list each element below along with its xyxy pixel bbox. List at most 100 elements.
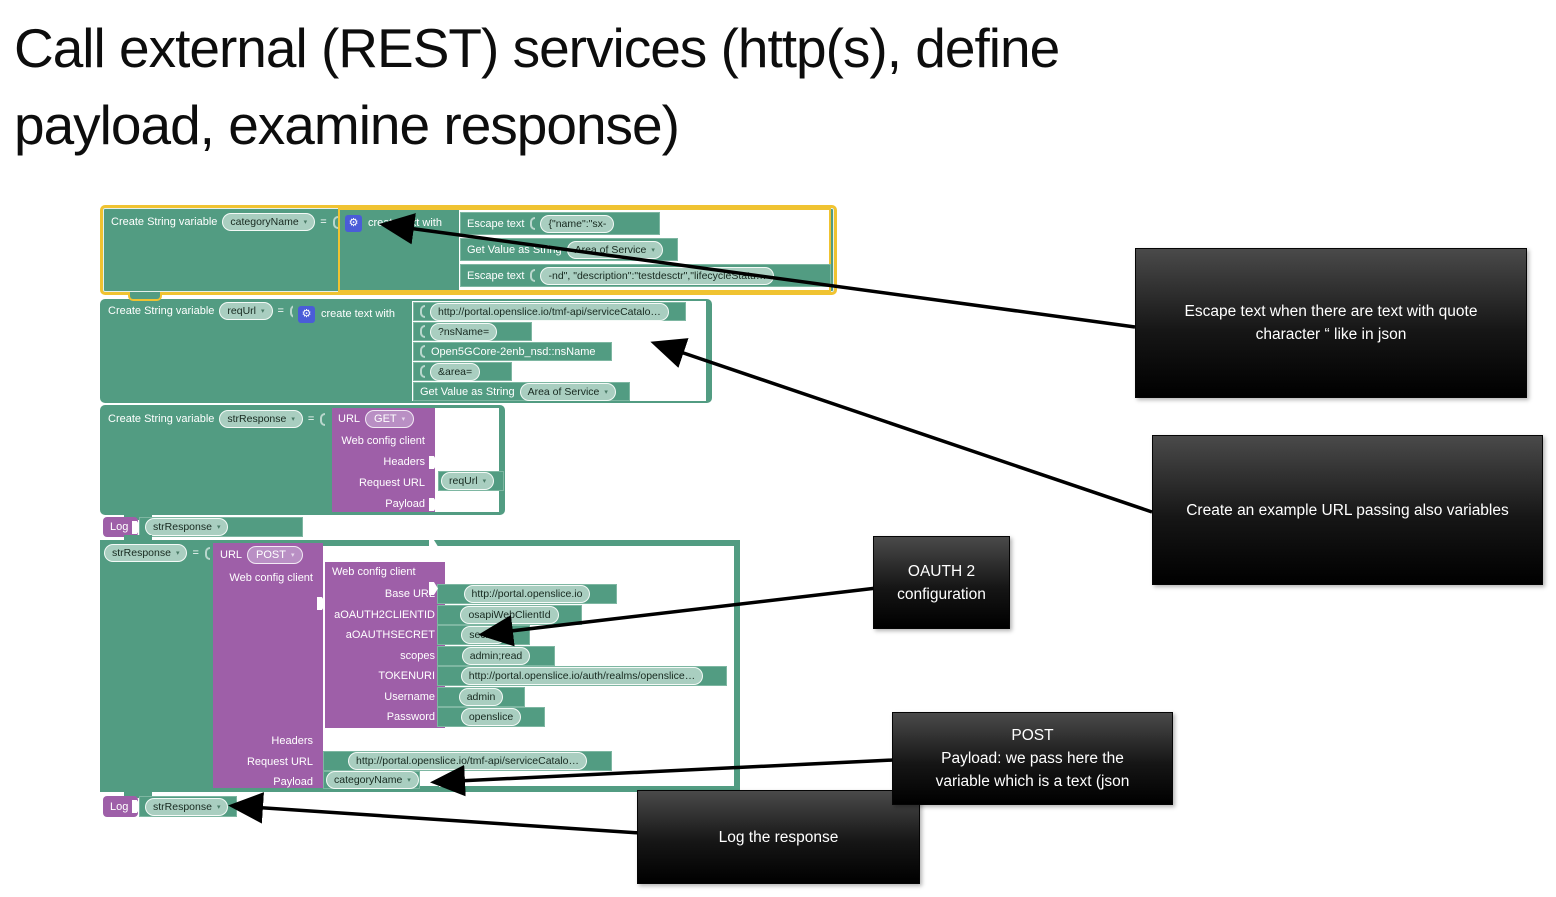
holder-request-url[interactable]: http://portal.openslice.io/tmf-api/servi… <box>323 751 612 771</box>
gear-icon[interactable]: ⚙ <box>298 306 315 323</box>
socket-notch <box>439 734 448 747</box>
block-log-2[interactable]: Log <box>103 796 141 817</box>
dropdown-strresponse-log1[interactable]: strResponse▾ <box>146 519 228 535</box>
dropdown-requrl[interactable]: reqUrl▾ <box>220 303 272 319</box>
dropdown-categoryname[interactable]: categoryName▾ <box>223 214 315 230</box>
title-line-2: payload, examine response) <box>14 94 680 156</box>
text-row-catalog-url[interactable]: http://portal.openslice.io/tmf-api/servi… <box>413 302 686 321</box>
text-field-password[interactable]: openslice <box>461 709 521 725</box>
block-create-text-with-1[interactable]: ⚙ create text with Escape text {"name":"… <box>338 208 831 292</box>
holder-payload[interactable]: categoryName▾ <box>323 771 420 789</box>
block-nsd-nsname[interactable]: Open5GCore-2enb_nsd::nsName <box>413 342 612 361</box>
socket-notch <box>132 800 141 813</box>
url-label: URL <box>338 413 361 425</box>
block-escape-text-2[interactable]: Escape text -nd", "description":"testdes… <box>460 264 831 287</box>
text-field-catalog-url[interactable]: http://portal.openslice.io/tmf-api/servi… <box>431 303 668 320</box>
text-row-nsname[interactable]: ?nsName= <box>413 322 532 341</box>
create-text-with-body: ⚙ create text with <box>293 301 412 401</box>
web-config-client-title: Web config client <box>332 566 416 578</box>
callout-create-url: Create an example URL passing also varia… <box>1152 435 1543 585</box>
dropdown-area-of-service-2[interactable]: Area of Service▾ <box>520 383 615 400</box>
holder-username[interactable]: admin <box>437 687 525 707</box>
holder-base-url[interactable]: http://portal.openslice.io <box>437 584 617 604</box>
dropdown-area-of-service-1[interactable]: Area of Service▾ <box>567 241 662 258</box>
text-field-oauth2clientid[interactable]: osapiWebClientId <box>461 607 558 623</box>
chevron-down-icon: ▾ <box>291 416 295 423</box>
row-password: Password <box>325 707 448 869</box>
chevron-down-icon: ▾ <box>407 777 411 784</box>
dropdown-method-get[interactable]: GET▾ <box>366 411 414 427</box>
dropdown-strresponse-1[interactable]: strResponse▾ <box>220 411 302 427</box>
block-escape-text-1[interactable]: Escape text {"name":"sx- <box>460 212 660 235</box>
holder-oauthsecret[interactable]: secret <box>437 625 530 645</box>
equals-sign: = <box>192 547 199 559</box>
row-request-url: Request URL <box>246 756 313 768</box>
block-create-text-with-2[interactable]: ⚙ create text with http://portal.opensli… <box>293 301 706 401</box>
dropdown-categoryname-arg[interactable]: categoryName▾ <box>327 772 418 788</box>
create-var-label: Create String variable <box>111 216 218 228</box>
gear-icon[interactable]: ⚙ <box>345 215 362 232</box>
holder-password[interactable]: openslice <box>437 707 545 727</box>
input-socket <box>204 546 210 560</box>
input-socket <box>420 345 425 358</box>
text-field-scopes[interactable]: admin;read <box>462 648 530 664</box>
input-socket <box>420 305 425 318</box>
callout-escape-text: Escape text when there are text with quo… <box>1135 248 1527 398</box>
row-oauthsecret: aOAUTHSECRET <box>325 625 448 705</box>
text-field-json-start[interactable]: {"name":"sx- <box>541 215 614 232</box>
input-socket <box>289 304 295 318</box>
chevron-down-icon: ▾ <box>216 803 221 811</box>
dropdown-strresponse-log2[interactable]: strResponse▾ <box>146 798 228 815</box>
socket-notch <box>429 582 438 595</box>
row-request-url: Request URL <box>332 472 438 553</box>
callout-post-payload: POST Payload: we pass here the variable … <box>892 712 1173 805</box>
dropdown-method-post[interactable]: POST▾ <box>248 547 303 563</box>
row-scopes: scopes <box>325 646 448 747</box>
chevron-down-icon: ▾ <box>216 524 221 531</box>
block-get-value-1[interactable]: Get Value as String Area of Service▾ <box>460 238 678 261</box>
holder-tokenuri[interactable]: http://portal.openslice.io/auth/realms/o… <box>437 666 727 686</box>
text-field-request-url[interactable]: http://portal.openslice.io/tmf-api/servi… <box>349 753 586 769</box>
holder-scopes[interactable]: admin;read <box>437 646 555 666</box>
holder-oauth2clientid[interactable]: osapiWebClientId <box>437 605 582 625</box>
block-create-var-strresponse-get[interactable]: Create String variable strResponse▾ = <box>100 405 505 515</box>
block-log-1[interactable]: Log <box>103 517 141 537</box>
text-field-base-url[interactable]: http://portal.openslice.io <box>464 586 590 602</box>
text-field-oauthsecret[interactable]: secret <box>462 627 505 643</box>
row-headers: Headers <box>332 451 438 511</box>
block-url-get[interactable]: URL GET▾ Web config client Headers Reque… <box>332 408 438 595</box>
text-field-area[interactable]: &area= <box>431 363 480 380</box>
socket-notch <box>429 456 438 469</box>
text-field-tokenuri[interactable]: http://portal.openslice.io/auth/realms/o… <box>461 668 703 684</box>
block-url-post[interactable]: URL POST▾ Web config client Headers Requ… <box>213 543 326 788</box>
dropdown-requrl-arg[interactable]: reqUrl▾ <box>442 473 494 489</box>
chevron-down-icon: ▾ <box>303 219 308 226</box>
holder-log1-arg[interactable]: strResponse▾ <box>139 517 303 537</box>
equals-sign: = <box>277 305 284 317</box>
text-row-area[interactable]: &area= <box>413 362 512 381</box>
create-text-with-label: create text with <box>321 308 395 320</box>
next-connector-bump <box>124 790 152 798</box>
input-socket <box>320 412 326 426</box>
chevron-down-icon: ▾ <box>482 478 487 485</box>
chevron-down-icon: ▾ <box>175 550 180 557</box>
input-socket <box>332 215 338 229</box>
block-interior <box>435 408 499 512</box>
block-web-config-client[interactable]: Web config client Base URL aOAUTH2CLIENT… <box>325 562 448 869</box>
block-strresponse-post-container[interactable]: strResponse▾ = URL POST▾ Web config clie… <box>100 540 740 869</box>
holder-requrl-arg[interactable]: reqUrl▾ <box>438 471 504 491</box>
row-username: Username <box>325 687 448 829</box>
equals-sign: = <box>307 413 315 425</box>
text-field-json-end[interactable]: -nd", "description":"testdesctr","lifecy… <box>541 267 774 284</box>
text-field-username[interactable]: admin <box>459 689 503 705</box>
equals-sign: = <box>320 216 327 228</box>
create-text-with-body: ⚙ create text with <box>340 210 459 290</box>
chevron-down-icon: ▾ <box>401 416 406 423</box>
input-socket <box>420 325 425 338</box>
text-field-nsname[interactable]: ?nsName= <box>431 323 497 340</box>
dropdown-strresponse-2[interactable]: strResponse▾ <box>105 545 187 561</box>
socket-notch <box>317 597 326 610</box>
holder-log2-arg[interactable]: strResponse▾ <box>139 796 237 817</box>
block-get-value-2[interactable]: Get Value as String Area of Service▾ <box>413 382 630 401</box>
